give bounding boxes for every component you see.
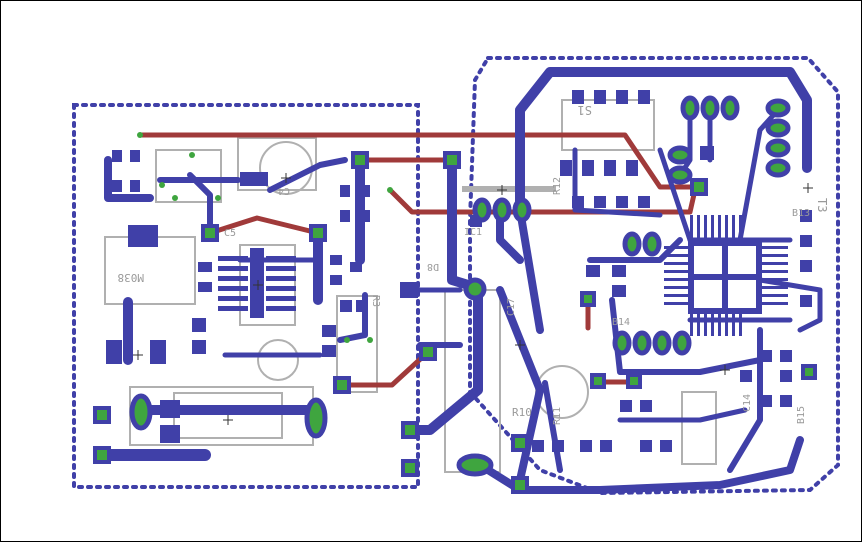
label-r3: R3: [370, 295, 381, 307]
label-ic1: IC1: [464, 227, 482, 238]
label-b15: B15: [796, 406, 807, 424]
label-b13: B13: [792, 208, 810, 219]
soic-chip: [218, 248, 296, 318]
origin-marks: [133, 173, 813, 425]
label-c17: C17: [506, 298, 517, 316]
label-c5: C5: [224, 228, 236, 239]
component-labels: S1 T3 C4 IC1 D8 R3 R10 R11 R12 M038 B13 …: [118, 103, 830, 425]
label-r10: R10: [512, 406, 532, 419]
label-r11: R11: [552, 407, 563, 425]
label-c14: C14: [742, 394, 753, 412]
round-pads: [129, 95, 791, 477]
vias: [137, 132, 638, 385]
smd-pads: [106, 90, 812, 452]
qfp-chip: [664, 215, 788, 336]
label-d8: D8: [427, 261, 439, 272]
bottom-copper-layer: [96, 67, 823, 494]
label-b14: B14: [612, 317, 630, 328]
label-c4: C4: [278, 185, 290, 196]
through-hole-pads: [93, 151, 817, 494]
label-t3: T3: [815, 198, 829, 212]
label-r12: R12: [552, 177, 563, 195]
ground-outline-left: [72, 103, 420, 489]
label-m038: M038: [118, 271, 145, 284]
label-s1: S1: [578, 103, 592, 117]
